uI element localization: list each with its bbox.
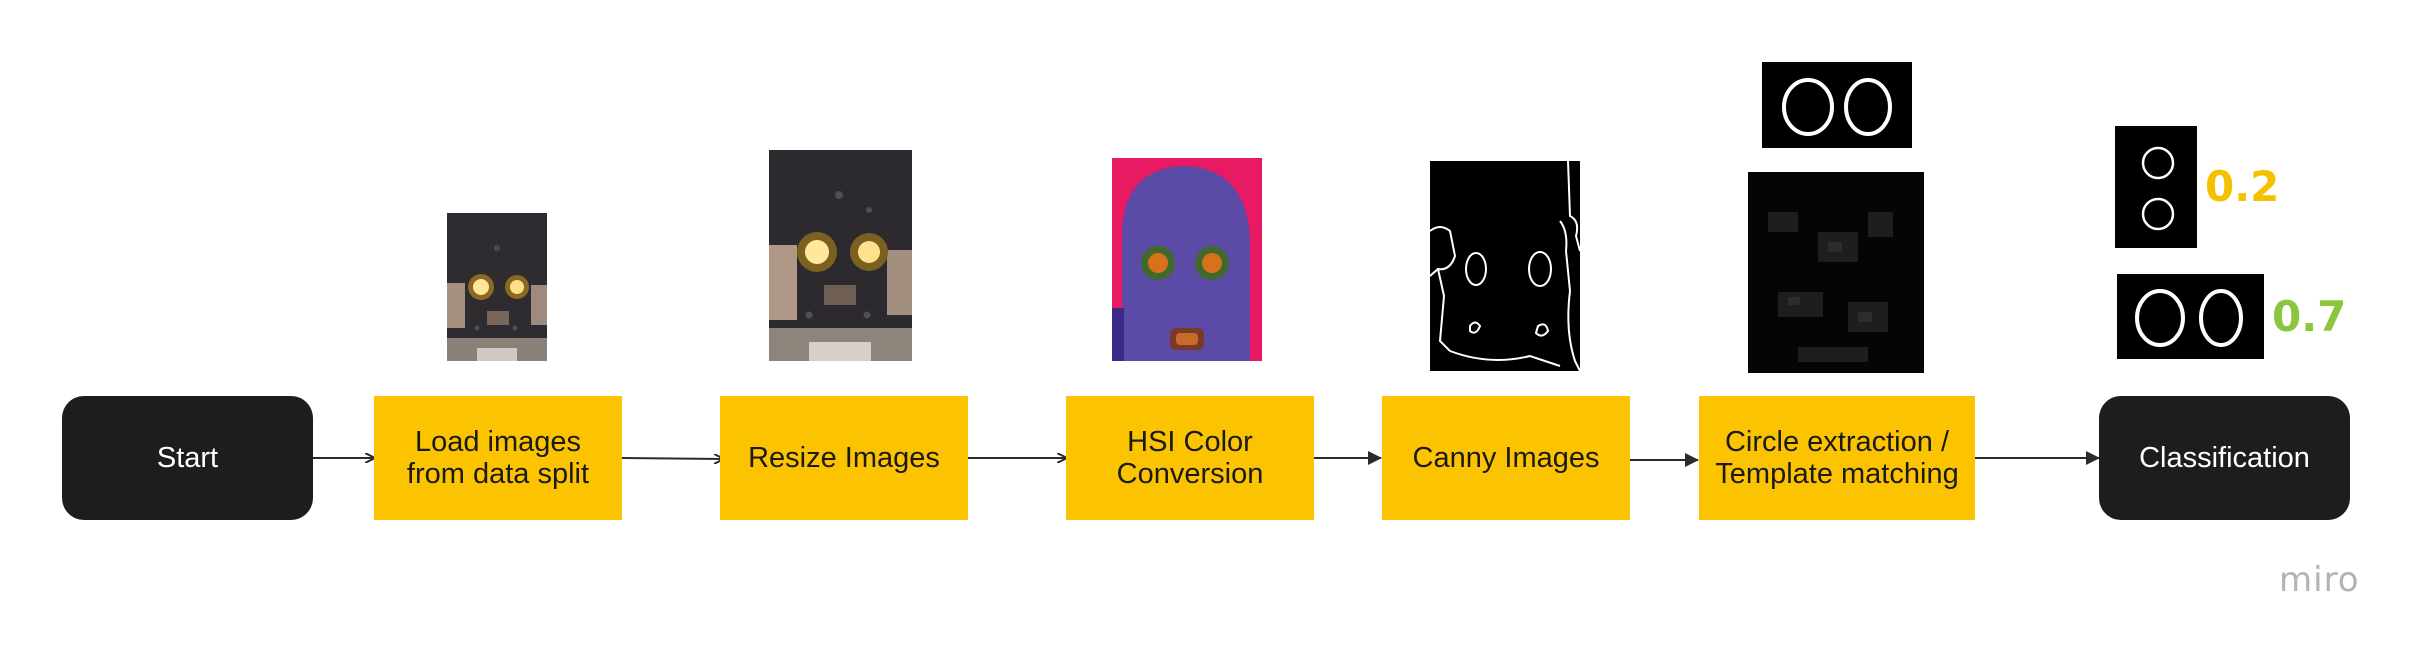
loaded-image-thumbnail xyxy=(447,213,547,361)
score-upper: 0.2 xyxy=(2205,162,2280,211)
miro-logo: miro xyxy=(2279,560,2360,600)
resized-image-thumbnail xyxy=(769,150,912,361)
horizontal-circles-result-thumbnail xyxy=(2117,274,2264,359)
canny-image-thumbnail xyxy=(1430,161,1580,371)
start-node-label: Start xyxy=(156,441,219,474)
circle-extraction-node: Circle extraction / Template matching xyxy=(1699,396,1975,520)
classification-node: Classification xyxy=(2099,396,2350,520)
classification-node-label: Classification xyxy=(2139,441,2310,474)
hsi-conversion-node: HSI Color Conversion xyxy=(1066,396,1314,520)
vertical-circles-result-thumbnail xyxy=(2115,126,2197,248)
canny-images-node: Canny Images xyxy=(1382,396,1630,520)
canny-images-label: Canny Images xyxy=(1412,441,1600,474)
matching-response-thumbnail xyxy=(1748,172,1924,373)
score-lower: 0.7 xyxy=(2272,292,2347,341)
hsi-conversion-label: HSI Color Conversion xyxy=(1116,425,1264,490)
template-circles-thumbnail xyxy=(1762,62,1912,148)
circle-extraction-label: Circle extraction / Template matching xyxy=(1715,425,1959,490)
arrow-load-to-resize xyxy=(621,458,723,459)
start-node: Start xyxy=(62,396,313,520)
load-images-label: Load images from data split xyxy=(406,425,590,490)
resize-images-label: Resize Images xyxy=(748,441,940,474)
resize-images-node: Resize Images xyxy=(720,396,968,520)
load-images-node: Load images from data split xyxy=(374,396,622,520)
hsi-image-thumbnail xyxy=(1112,158,1262,361)
